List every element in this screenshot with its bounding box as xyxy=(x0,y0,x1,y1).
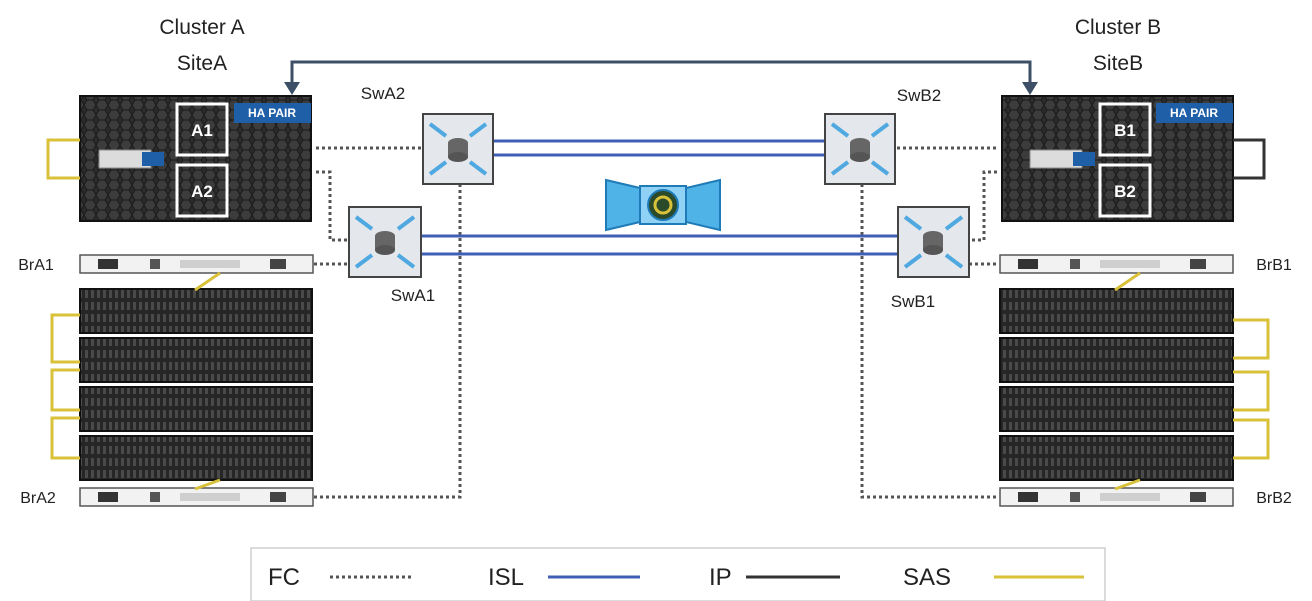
node-b1-label: B1 xyxy=(1114,121,1136,140)
fc-link-swa2-bra2 xyxy=(314,184,462,499)
switch-swa1 xyxy=(348,206,422,278)
switch-swb1-label: SwB1 xyxy=(891,292,935,311)
legend-fc-label: FC xyxy=(268,564,300,591)
ip-loop-a xyxy=(46,138,80,180)
disk-shelves-b xyxy=(999,288,1234,481)
fc-link-a-swa1 xyxy=(316,170,349,242)
fc-link-swb2-brb2 xyxy=(860,184,998,499)
switch-swa1-label: SwA1 xyxy=(391,286,435,305)
cluster-a-name: Cluster A xyxy=(159,16,244,39)
node-a2-label: A2 xyxy=(191,182,213,201)
fc-links xyxy=(314,146,998,499)
ha-pair-badge-a: HA PAIR xyxy=(248,106,296,120)
disk-shelves-a xyxy=(79,288,313,481)
switch-swb2 xyxy=(824,113,896,185)
node-b2-label: B2 xyxy=(1114,182,1136,201)
sas-cables-a xyxy=(50,271,221,491)
ip-loop-b xyxy=(1233,138,1266,180)
bridge-brb2 xyxy=(999,487,1234,507)
bridge-bra2-label: BrA2 xyxy=(20,490,56,507)
ip-link-clusters xyxy=(290,60,1032,85)
ip-link-arrow-left xyxy=(284,82,300,95)
sas-cables-b xyxy=(1114,271,1270,491)
isl-connector-icon xyxy=(605,178,721,232)
ha-pair-badge-b: HA PAIR xyxy=(1170,106,1218,120)
legend-isl-label: ISL xyxy=(488,564,524,591)
node-a1-label: A1 xyxy=(191,121,213,140)
controller-chassis-a xyxy=(79,95,312,222)
switch-swa2 xyxy=(422,113,494,185)
switch-swb2-label: SwB2 xyxy=(897,86,941,105)
legend-sas-label: SAS xyxy=(903,564,951,591)
legend-ip-label: IP xyxy=(709,564,732,591)
switch-swa2-label: SwA2 xyxy=(361,84,405,103)
legend-box xyxy=(250,547,1106,601)
controller-chassis-b xyxy=(1001,95,1234,222)
bridge-bra1-label: BrA1 xyxy=(18,257,54,274)
bridge-brb1 xyxy=(999,254,1234,274)
cluster-b-name: Cluster B xyxy=(1075,16,1161,39)
fc-link-b-swb1 xyxy=(969,170,997,242)
cluster-a-site: SiteA xyxy=(177,52,227,75)
switch-swb1 xyxy=(897,206,970,278)
cluster-b-site: SiteB xyxy=(1093,52,1143,75)
ip-link-arrow-right xyxy=(1022,82,1038,95)
bridge-brb1-label: BrB1 xyxy=(1256,257,1292,274)
bridge-brb2-label: BrB2 xyxy=(1256,490,1292,507)
isl-links xyxy=(421,139,898,256)
bridge-bra2 xyxy=(79,487,314,507)
bridge-bra1 xyxy=(79,254,314,274)
